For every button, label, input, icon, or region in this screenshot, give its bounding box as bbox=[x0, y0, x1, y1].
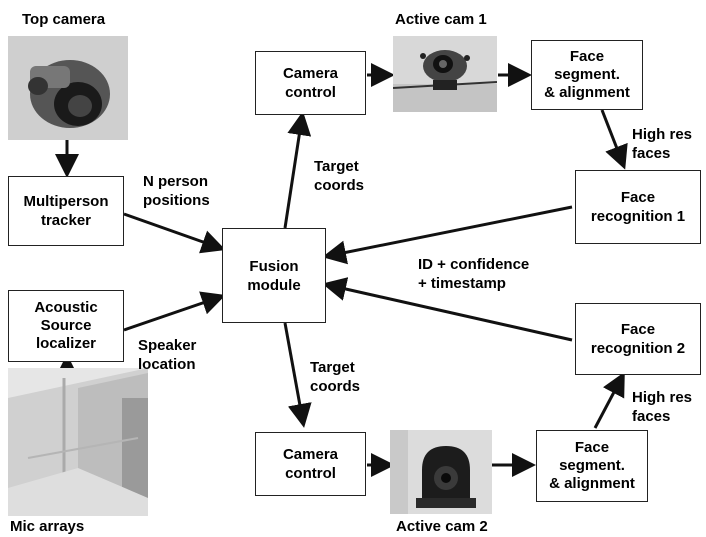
high-res-faces-bottom-label: High res faces bbox=[632, 389, 693, 425]
face-recognition-1-box: Face recognition 1 bbox=[575, 170, 701, 244]
face-segment-1-box: Face segment. & alignment bbox=[531, 40, 643, 110]
camera-control-1-box: Camera control bbox=[255, 51, 366, 115]
fusion-module-box: Fusion module bbox=[222, 228, 326, 323]
arrow-facerec1-to-fusion bbox=[322, 205, 573, 265]
top-camera-label: Top camera bbox=[22, 11, 106, 28]
active-cam-1-photo bbox=[393, 36, 497, 112]
arrow-fusion-to-camctrl2 bbox=[283, 322, 312, 428]
high-res-faces-top-label: High res faces bbox=[632, 126, 693, 162]
active-cam-2-label: Active cam 2 bbox=[396, 518, 488, 535]
mic-arrays-label: Mic arrays bbox=[10, 518, 85, 535]
arrow-faceseg1-to-facerec1 bbox=[600, 109, 628, 170]
multiperson-tracker-box: Multiperson tracker bbox=[8, 176, 124, 246]
mic-arrays-photo bbox=[8, 368, 148, 516]
target-coords-bottom-label: Target coords bbox=[310, 359, 361, 395]
speaker-location-label: Speaker location bbox=[138, 337, 197, 373]
camera-control-2-box: Camera control bbox=[255, 432, 366, 496]
n-person-positions-label: N person positions bbox=[143, 173, 210, 209]
face-recognition-2-box: Face recognition 2 bbox=[575, 303, 701, 375]
arrow-fusion-to-camctrl1 bbox=[283, 111, 312, 229]
arrow-tracker-to-fusion bbox=[123, 212, 226, 254]
acoustic-localizer-box: Acoustic Source localizer bbox=[8, 290, 124, 362]
arrow-faceseg2-to-facerec2 bbox=[593, 371, 625, 429]
id-confidence-timestamp-label: ID + confidence + timestamp bbox=[418, 256, 530, 292]
top-camera-photo bbox=[8, 36, 128, 140]
active-cam-2-photo bbox=[390, 430, 492, 514]
target-coords-top-label: Target coords bbox=[314, 158, 365, 194]
arrow-facerec2-to-fusion bbox=[322, 277, 573, 342]
active-cam-1-label: Active cam 1 bbox=[395, 11, 487, 28]
face-segment-2-box: Face segment. & alignment bbox=[536, 430, 648, 502]
arrow-acoustic-to-fusion bbox=[123, 291, 226, 332]
